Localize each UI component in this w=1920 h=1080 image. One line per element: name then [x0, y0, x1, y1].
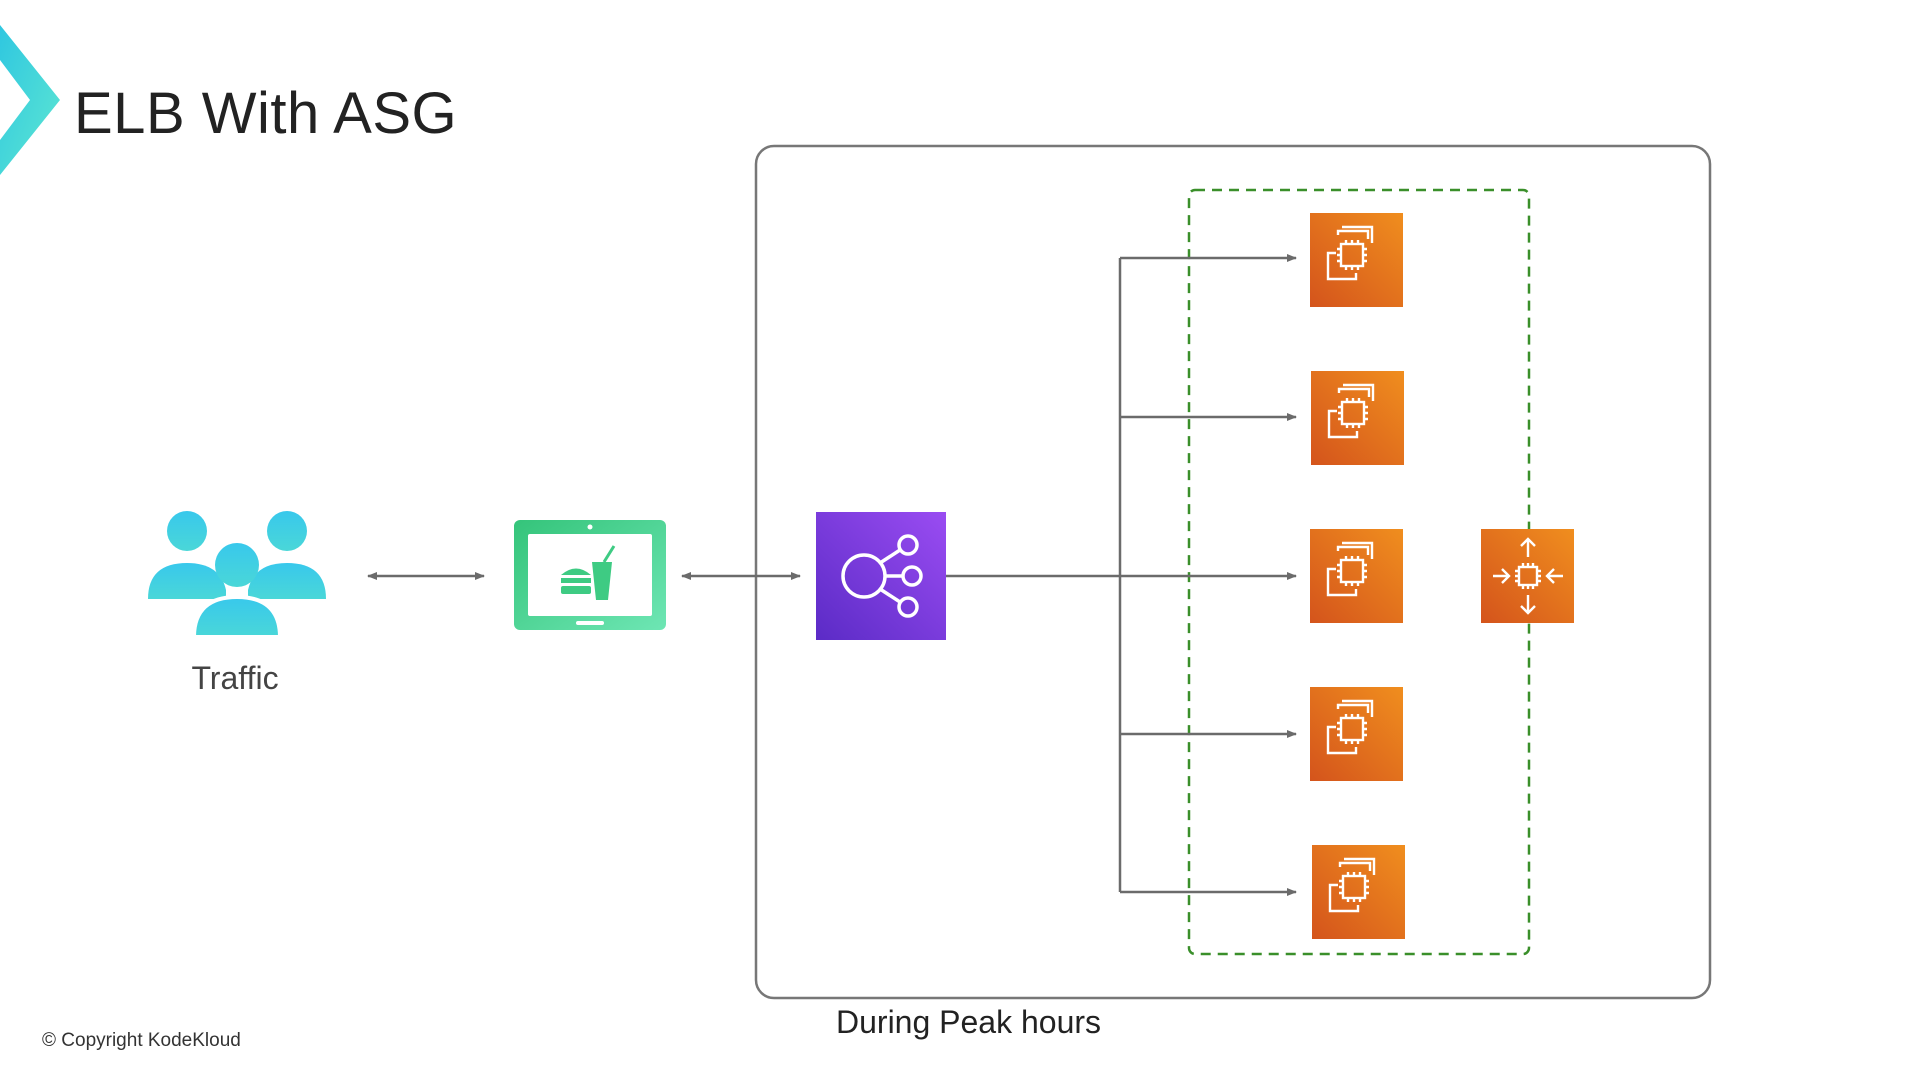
elb-connectors — [946, 258, 1122, 892]
traffic-label: Traffic — [191, 660, 279, 696]
ec2-instance-icon — [1310, 213, 1403, 307]
elastic-load-balancer-icon — [816, 512, 946, 640]
page-title: ELB With ASG — [74, 81, 458, 146]
diagram-caption: During Peak hours — [836, 1004, 1102, 1040]
auto-scaling-icon — [1481, 529, 1574, 623]
ec2-instance-icon — [1310, 687, 1403, 781]
food-ordering-app-icon — [514, 520, 666, 630]
users-icon — [148, 511, 326, 639]
ec2-instance-icon — [1310, 529, 1403, 623]
copyright-notice: © Copyright KodeKloud — [42, 1030, 241, 1051]
auto-scaling-group-boundary — [1187, 188, 1531, 956]
accent-chevron — [0, 25, 60, 175]
ec2-instance-icon — [1311, 371, 1404, 465]
ec2-instance-icon — [1312, 845, 1405, 939]
